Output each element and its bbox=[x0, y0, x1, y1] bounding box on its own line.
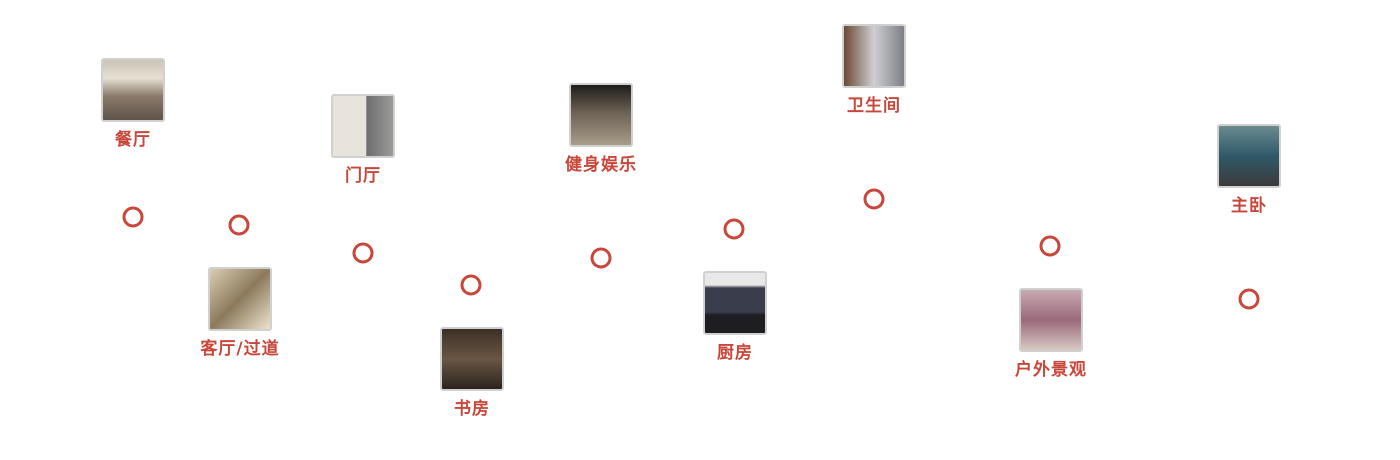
room-label: 卫生间 bbox=[847, 96, 901, 116]
room-card-kitchen[interactable]: 厨房 bbox=[685, 271, 785, 363]
room-card-entrance[interactable]: 门厅 bbox=[313, 94, 413, 186]
timeline-dot-kitchen[interactable] bbox=[723, 218, 745, 240]
timeline-dot-dining[interactable] bbox=[122, 206, 144, 228]
room-label: 户外景观 bbox=[1015, 360, 1087, 380]
room-card-outdoor[interactable]: 户外景观 bbox=[1001, 288, 1101, 380]
kitchen-photo bbox=[703, 271, 767, 335]
room-card-bathroom[interactable]: 卫生间 bbox=[824, 24, 924, 116]
timeline-dot-bathroom[interactable] bbox=[863, 188, 885, 210]
room-label: 厨房 bbox=[717, 343, 753, 363]
living-room-photo bbox=[208, 267, 272, 331]
timeline-dot-living[interactable] bbox=[228, 214, 250, 236]
timeline-dot-outdoor[interactable] bbox=[1039, 235, 1061, 257]
entrance-hall-photo bbox=[331, 94, 395, 158]
timeline-dot-gym[interactable] bbox=[590, 247, 612, 269]
room-label: 书房 bbox=[454, 399, 490, 419]
master-bedroom-photo bbox=[1217, 124, 1281, 188]
room-label: 健身娱乐 bbox=[565, 155, 637, 175]
timeline-dot-master-bedroom[interactable] bbox=[1238, 288, 1260, 310]
bathroom-photo bbox=[842, 24, 906, 88]
room-label: 门厅 bbox=[345, 166, 381, 186]
room-card-gym[interactable]: 健身娱乐 bbox=[551, 83, 651, 175]
room-label: 客厅/过道 bbox=[200, 339, 280, 359]
gym-entertainment-photo bbox=[569, 83, 633, 147]
dining-room-photo bbox=[101, 58, 165, 122]
study-photo bbox=[440, 327, 504, 391]
room-label: 主卧 bbox=[1231, 196, 1267, 216]
room-card-master-bedroom[interactable]: 主卧 bbox=[1199, 124, 1299, 216]
room-label: 餐厅 bbox=[115, 130, 151, 150]
outdoor-landscape-photo bbox=[1019, 288, 1083, 352]
room-card-dining[interactable]: 餐厅 bbox=[83, 58, 183, 150]
timeline-dot-entrance[interactable] bbox=[352, 242, 374, 264]
timeline-dot-study[interactable] bbox=[460, 274, 482, 296]
room-card-study[interactable]: 书房 bbox=[422, 327, 522, 419]
room-card-living[interactable]: 客厅/过道 bbox=[190, 267, 290, 359]
